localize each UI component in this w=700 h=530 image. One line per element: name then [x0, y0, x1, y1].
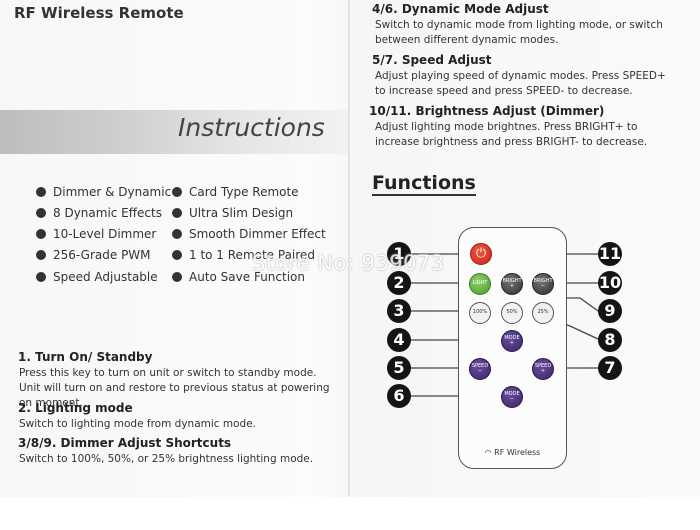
page-fold [348, 0, 350, 530]
bullet-icon [36, 187, 46, 197]
callout-number: 4 [387, 328, 411, 352]
feature-item: 1 to 1 Remote Paired [172, 248, 315, 262]
feature-item: Speed Adjustable [36, 270, 158, 284]
callout-number: 7 [598, 356, 622, 380]
section-title: 4/6. Dynamic Mode Adjust [372, 2, 549, 16]
callout-number: 5 [387, 356, 411, 380]
feature-item: Auto Save Function [172, 270, 305, 284]
power-button[interactable]: ⏻ [470, 243, 492, 265]
light-button[interactable]: LIGHT [469, 273, 491, 295]
heading-band [0, 110, 348, 154]
section-title: 2. Lighting mode [18, 401, 133, 415]
product-title: RF Wireless Remote [14, 4, 184, 22]
page-bottom-edge [0, 497, 700, 530]
section-body: Adjust lighting mode brightnes. Press BR… [375, 121, 648, 148]
section-title: 10/11. Brightness Adjust (Dimmer) [369, 104, 605, 118]
bullet-icon [36, 208, 46, 218]
bullet-icon [172, 229, 182, 239]
section-body: Adjust playing speed of dynamic modes. P… [375, 70, 666, 97]
store-watermark: Store No: 939073 [252, 251, 445, 275]
callout-number: 10 [598, 271, 622, 295]
bullet-icon [172, 272, 182, 282]
functions-heading: Functions [372, 172, 476, 196]
wifi-icon: ◠ [484, 448, 495, 457]
feature-item: Card Type Remote [172, 185, 299, 199]
callout-number: 9 [598, 299, 622, 323]
mode-minus-button[interactable]: MODE − [501, 386, 523, 408]
feature-item: Smooth Dimmer Effect [172, 227, 326, 241]
callout-number: 1 [387, 242, 411, 266]
bullet-icon [36, 272, 46, 282]
callout-number: 2 [387, 271, 411, 295]
feature-item: Ultra Slim Design [172, 206, 293, 220]
section-body: Switch to dynamic mode from lighting mod… [375, 19, 663, 46]
feature-item: 10-Level Dimmer [36, 227, 156, 241]
callout-number: 3 [387, 299, 411, 323]
feature-item: 256-Grade PWM [36, 248, 151, 262]
section-body: Switch to 100%, 50%, or 25% brightness l… [19, 453, 314, 465]
rf-wireless-label: ◠ RF Wireless [484, 448, 541, 457]
section-title: 1. Turn On/ Standby [18, 350, 153, 364]
speed-minus-button[interactable]: SPEED − [469, 358, 491, 380]
instructions-heading: Instructions [178, 113, 325, 142]
feature-item: Dimmer & Dynamic [36, 185, 171, 199]
speed-plus-button[interactable]: SPEED + [532, 358, 554, 380]
brightness-100-button[interactable]: 100% [469, 302, 491, 324]
bullet-icon [172, 208, 182, 218]
bullet-icon [36, 250, 46, 260]
rf-remote: ⏻ LIGHT BRIGHT + BRIGHT − 100% 50% 25% M… [458, 227, 567, 469]
callout-number: 11 [598, 242, 622, 266]
callout-number: 6 [387, 384, 411, 408]
bright-minus-button[interactable]: BRIGHT − [532, 273, 554, 295]
brightness-50-button[interactable]: 50% [501, 302, 523, 324]
brightness-25-button[interactable]: 25% [532, 302, 554, 324]
mode-plus-button[interactable]: MODE + [501, 330, 523, 352]
bullet-icon [172, 187, 182, 197]
callout-number: 8 [598, 328, 622, 352]
bullet-icon [36, 229, 46, 239]
section-title: 5/7. Speed Adjust [372, 53, 492, 67]
section-body: Press this key to turn on unit or switch… [19, 367, 330, 409]
bright-plus-button[interactable]: BRIGHT + [501, 273, 523, 295]
bullet-icon [172, 250, 182, 260]
section-body: Switch to lighting mode from dynamic mod… [19, 418, 257, 430]
feature-item: 8 Dynamic Effects [36, 206, 162, 220]
section-title: 3/8/9. Dimmer Adjust Shortcuts [18, 436, 232, 450]
